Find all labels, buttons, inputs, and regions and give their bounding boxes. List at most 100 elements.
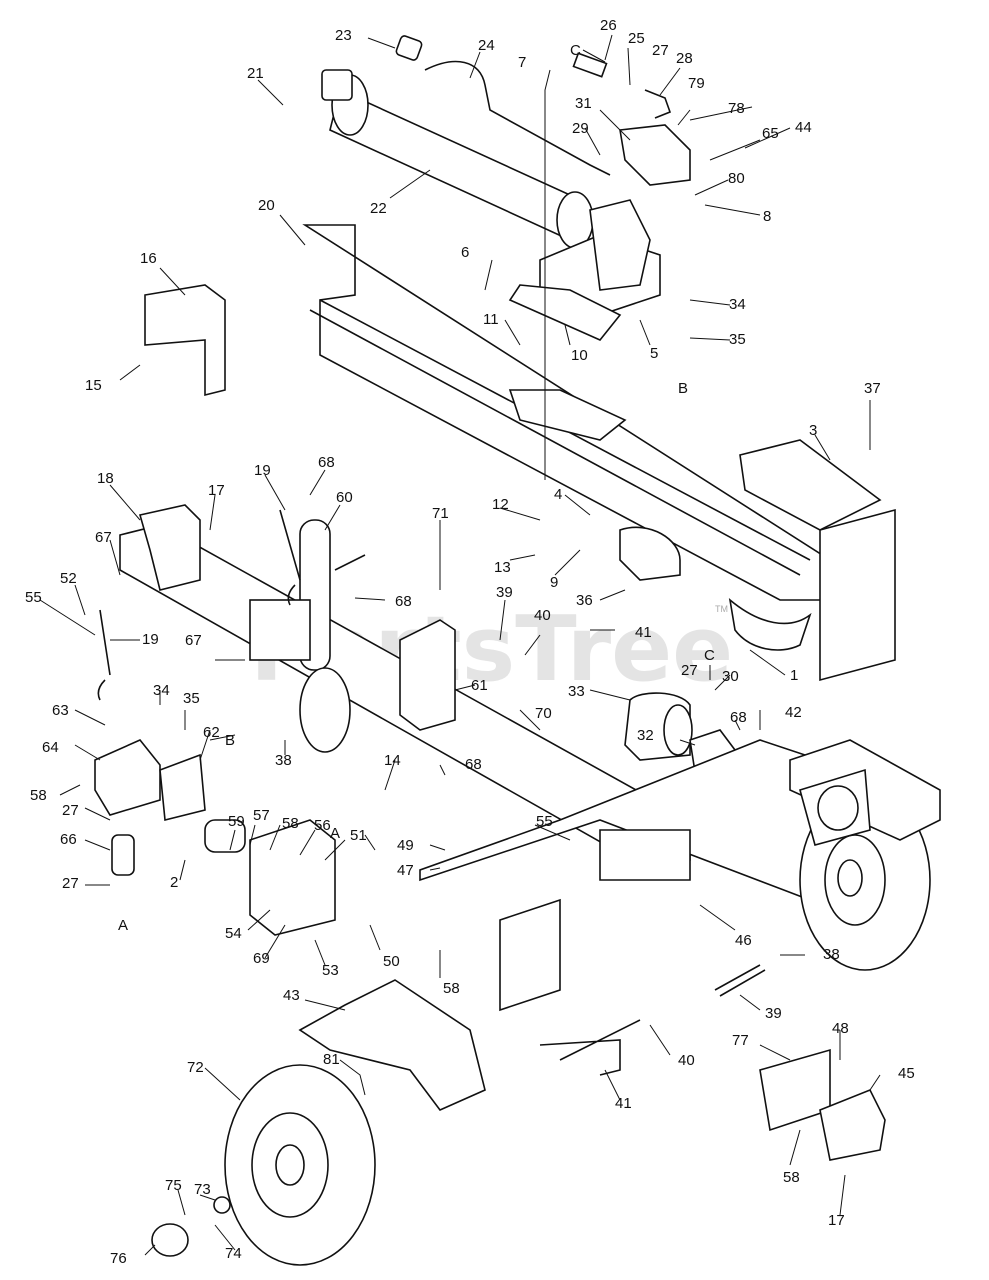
callout-62: 62 — [203, 724, 220, 741]
callout-37: 37 — [864, 380, 881, 397]
callout-41-bottom: 41 — [615, 1095, 632, 1112]
hub-cap — [151, 1196, 231, 1257]
callout-64: 64 — [42, 739, 59, 756]
beam-slide-block — [508, 284, 627, 441]
callout-30: 30 — [722, 668, 739, 685]
callout-6: 6 — [461, 244, 469, 261]
callout-76: 76 — [110, 1250, 127, 1267]
callout-c-mid: C — [704, 647, 715, 664]
callout-12: 12 — [492, 496, 509, 513]
log-cradle-left — [144, 284, 226, 397]
callout-80: 80 — [728, 170, 745, 187]
callout-c-top: C — [570, 42, 581, 59]
callout-7: 7 — [518, 54, 526, 71]
log-cradle-right — [728, 598, 812, 651]
callout-58-right: 58 — [783, 1169, 800, 1186]
callout-34-top: 34 — [729, 296, 746, 313]
callout-13: 13 — [494, 559, 511, 576]
callout-34-left: 34 — [153, 682, 170, 699]
pump-mount-bracket — [249, 819, 336, 936]
leader-lines — [39, 34, 881, 1256]
callout-68-top: 68 — [318, 454, 335, 471]
callout-53: 53 — [322, 962, 339, 979]
callout-58-lower: 58 — [443, 980, 460, 997]
safety-chain — [97, 509, 301, 701]
tail-light — [799, 768, 871, 846]
callout-44: 44 — [795, 119, 812, 136]
callout-75: 75 — [165, 1177, 182, 1194]
callout-68-lower: 68 — [465, 756, 482, 773]
light-bracket — [759, 1048, 831, 1132]
callout-45: 45 — [898, 1065, 915, 1082]
callout-11: 11 — [483, 311, 499, 328]
callout-63: 63 — [52, 702, 69, 719]
callout-b-top: B — [678, 380, 688, 397]
callout-3: 3 — [809, 422, 817, 439]
callout-18: 18 — [97, 470, 114, 487]
callout-9: 9 — [550, 574, 558, 591]
callout-67-bottom: 67 — [185, 632, 202, 649]
callout-38-right: 38 — [823, 946, 840, 963]
callout-35-left: 35 — [183, 690, 200, 707]
callout-72: 72 — [187, 1059, 204, 1076]
callout-60: 60 — [336, 489, 353, 506]
callout-70: 70 — [535, 705, 552, 722]
callout-27-mid: 27 — [681, 662, 698, 679]
callout-41-top: 41 — [635, 624, 652, 641]
callout-42: 42 — [785, 704, 802, 721]
callout-68-right: 68 — [730, 709, 747, 726]
callout-2: 2 — [170, 874, 178, 891]
callout-51: 51 — [350, 827, 367, 844]
callout-77: 77 — [732, 1032, 749, 1049]
callout-a-mid: A — [330, 825, 340, 842]
callout-39-top: 39 — [496, 584, 513, 601]
callout-50: 50 — [383, 953, 400, 970]
return-filter — [624, 692, 693, 761]
callout-29: 29 — [572, 120, 589, 137]
callout-40-top: 40 — [534, 607, 551, 624]
callout-61: 61 — [471, 677, 488, 694]
fender-left — [298, 979, 486, 1111]
callout-10: 10 — [571, 347, 588, 364]
wedge-plate — [619, 526, 681, 581]
callout-71: 71 — [432, 505, 449, 522]
callout-73: 73 — [194, 1181, 211, 1198]
callout-20: 20 — [258, 197, 275, 214]
callout-48: 48 — [832, 1020, 849, 1037]
callout-21: 21 — [247, 65, 264, 82]
callout-39-bottom: 39 — [765, 1005, 782, 1022]
callout-27-left-bottom: 27 — [62, 875, 79, 892]
callout-54: 54 — [225, 925, 242, 942]
callout-46: 46 — [735, 932, 752, 949]
callout-59: 59 — [228, 813, 245, 830]
pump-coupling — [204, 819, 246, 853]
axle-spring — [539, 964, 766, 1076]
reservoir-tank — [419, 739, 911, 1012]
callout-a-left: A — [118, 917, 128, 934]
trademark-mark: TM — [715, 604, 728, 614]
hydraulic-cylinder — [321, 35, 594, 249]
callout-40-bottom: 40 — [678, 1052, 695, 1069]
callout-36: 36 — [576, 592, 593, 609]
callout-68-mid: 68 — [395, 593, 412, 610]
inline-filter — [111, 834, 135, 876]
callout-19-top: 19 — [254, 462, 271, 479]
callout-b-left: B — [225, 732, 235, 749]
callout-5: 5 — [650, 345, 658, 362]
callout-32: 32 — [637, 727, 654, 744]
light-lens — [819, 1088, 886, 1161]
callout-4: 4 — [554, 486, 562, 503]
callout-27-left-top: 27 — [62, 802, 79, 819]
tank-support — [399, 619, 456, 731]
callout-labels: 26 25 27 28 23 24 7 C 21 79 78 31 29 65 … — [25, 17, 915, 1267]
hydraulic-pump — [94, 739, 206, 822]
callout-19-bottom: 19 — [142, 631, 159, 648]
callout-67-top: 67 — [95, 529, 112, 546]
callout-79: 79 — [688, 75, 705, 92]
callout-52: 52 — [60, 570, 77, 587]
wheel-left — [224, 1064, 376, 1266]
callout-28: 28 — [676, 50, 693, 67]
callout-22: 22 — [370, 200, 387, 217]
callout-17-top: 17 — [208, 482, 225, 499]
